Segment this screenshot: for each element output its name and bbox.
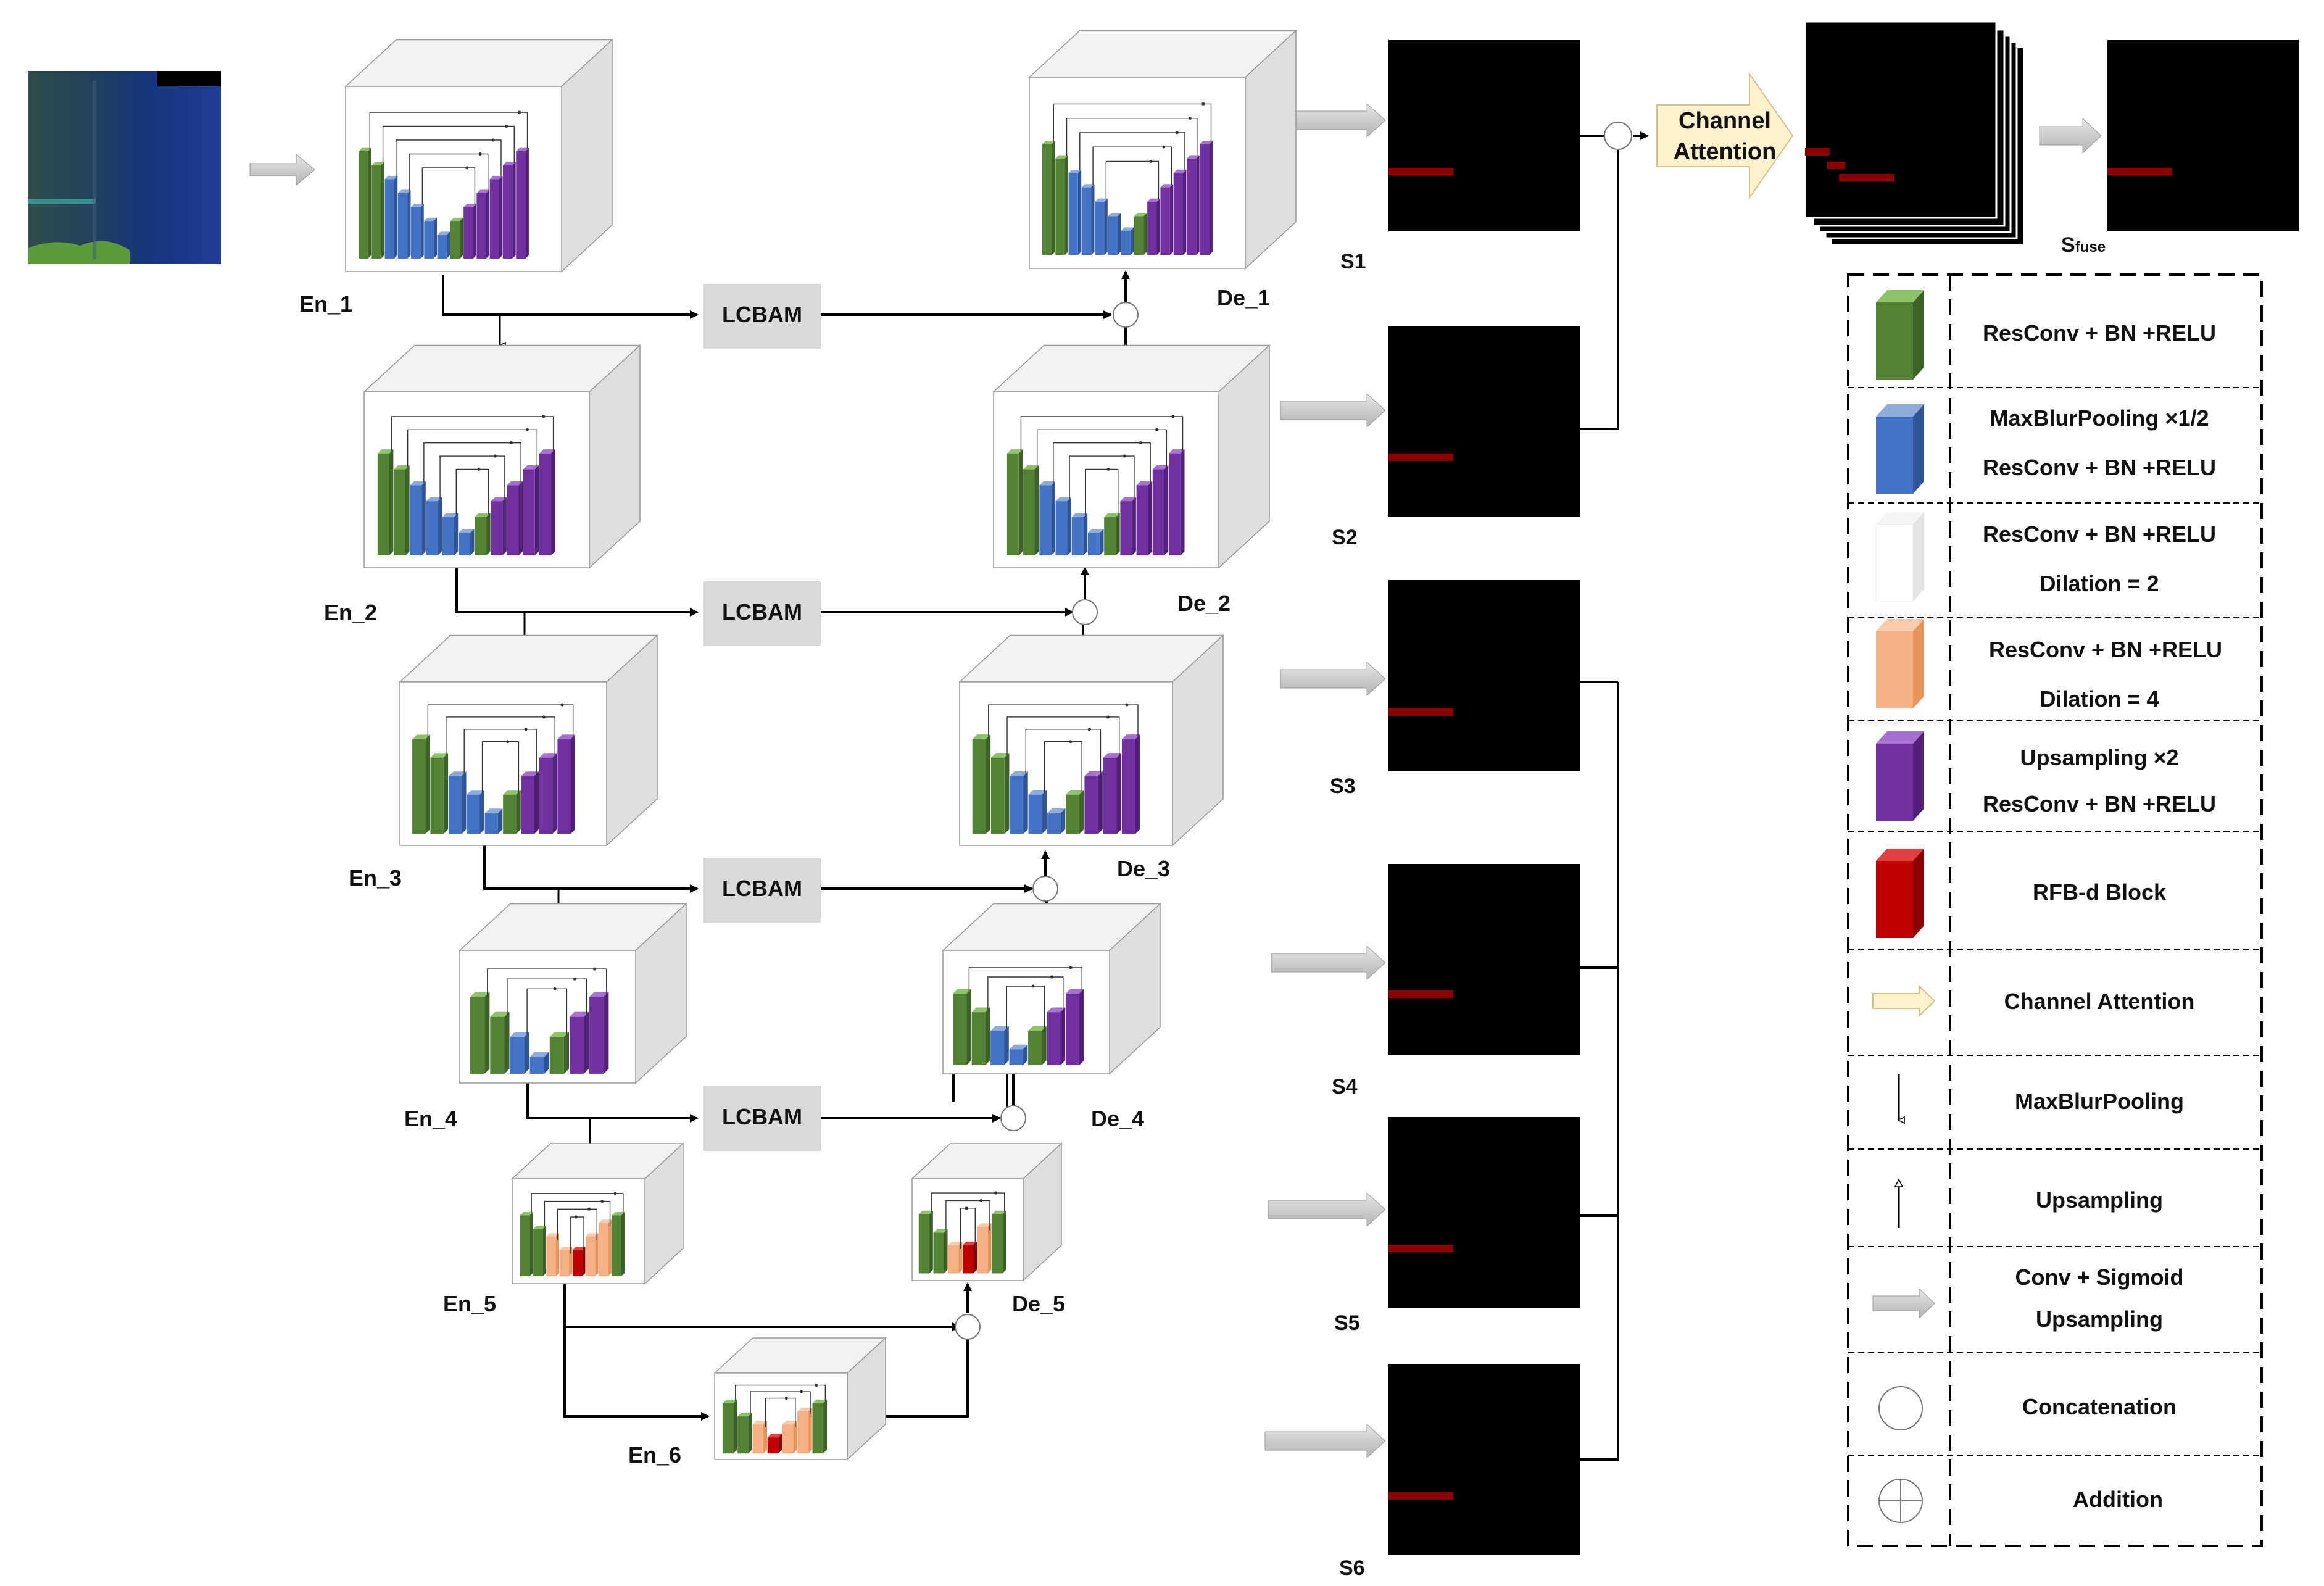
fuse-arrow: [2039, 117, 2102, 154]
decoder-label: De_3: [1117, 856, 1170, 881]
encoder-block-3: [399, 634, 658, 847]
fuse-output-label: Sfuse: [2061, 233, 2106, 257]
legend-label: ResConv + BN +RELU: [1983, 455, 2216, 480]
rsu-blocks: [344, 29, 1297, 1461]
legend-label: Upsampling: [2036, 1187, 2163, 1213]
legend-icons: [1872, 290, 1936, 1523]
lcbam-block-1: LCBAM: [703, 284, 821, 349]
white-cube-icon: [1875, 512, 1924, 602]
encoder-label: En_3: [349, 865, 402, 891]
lcbam-block-3: LCBAM: [703, 858, 821, 923]
legend-label: Addition: [2073, 1487, 2163, 1512]
encoder-label: En_5: [443, 1291, 496, 1316]
legend-label: Concatenation: [2022, 1394, 2177, 1419]
decoder-label: De_4: [1091, 1106, 1144, 1131]
lcbam-label: LCBAM: [722, 599, 802, 625]
legend-label: ResConv + BN +RELU: [1989, 637, 2222, 662]
legend-label: RFB-d Block: [2033, 879, 2167, 905]
decoder-label: De_5: [1012, 1291, 1065, 1316]
gray-arrow-icon: [1872, 1287, 1935, 1319]
decoder-block-1: [1028, 29, 1297, 270]
legend-label: Dilation = 4: [2040, 686, 2159, 712]
legend-label: ResConv + BN +RELU: [1983, 791, 2216, 816]
decoder-block-4: [942, 902, 1161, 1075]
input-arrow: [249, 153, 315, 186]
side-output-label: S1: [1340, 250, 1366, 273]
encoder-label: En_2: [324, 600, 377, 625]
legend-label: Dilation = 2: [2040, 571, 2159, 596]
side-output-label: S3: [1330, 774, 1356, 798]
legend-label: Conv + Sigmoid: [2015, 1264, 2183, 1290]
side-output-label: S4: [1332, 1075, 1358, 1098]
side-output-arrows: [1264, 102, 1386, 1459]
decoder-label: De_1: [1217, 285, 1270, 310]
decoder-block-5: [911, 1142, 1063, 1282]
encoder-label: En_1: [299, 291, 352, 317]
legend-label: MaxBlurPooling ×1/2: [1990, 405, 2209, 431]
circle-icon: [1878, 1386, 1923, 1430]
encoder-block-4: [459, 902, 687, 1084]
side-output-maps: [1388, 40, 1580, 1555]
blue-cube-icon: [1876, 404, 1924, 494]
legend-label: Channel Attention: [2004, 989, 2195, 1014]
encoder-label: En_6: [628, 1442, 681, 1468]
encoder-block-2: [363, 344, 641, 569]
side-output-label: S2: [1332, 526, 1358, 549]
orange-cube-icon: [1876, 619, 1924, 708]
legend-frame: [1847, 273, 2263, 1547]
lcbam-block-2: LCBAM: [703, 581, 821, 646]
channel-attention-label-1: Channel: [1679, 108, 1771, 134]
fuse-label-sub: fuse: [2075, 239, 2106, 255]
side-output-label: S6: [1339, 1556, 1365, 1580]
green-cube-icon: [1876, 290, 1924, 380]
circle-plus-icon: [1878, 1479, 1923, 1523]
lcbam-label: LCBAM: [722, 876, 802, 901]
legend-label: ResConv + BN +RELU: [1983, 521, 2216, 547]
lcbam-label: LCBAM: [722, 1104, 802, 1129]
red-cube-icon: [1876, 849, 1924, 938]
encoder-block-6: [713, 1337, 887, 1461]
fuse-output-map: [2107, 40, 2299, 231]
side-output-label: S5: [1334, 1311, 1360, 1335]
legend-text: ResConv + BN +RELU MaxBlurPooling ×1/2 R…: [1983, 320, 2222, 1512]
legend-label: Upsampling ×2: [2020, 745, 2178, 770]
encoder-block-5: [511, 1142, 684, 1285]
encoder-label: En_4: [404, 1106, 457, 1131]
legend-label: Upsampling: [2036, 1306, 2163, 1332]
stacked-feature-maps: [1804, 20, 2023, 244]
concat-circles: [955, 122, 1632, 1340]
decoder-label: De_2: [1177, 591, 1230, 616]
encoder-block-1: [344, 38, 613, 273]
block-labels: En_1 En_2 En_3 En_4 En_5 En_6 De_1 De_2 …: [299, 233, 2106, 1580]
decoder-block-2: [992, 344, 1271, 569]
decoder-block-3: [958, 634, 1224, 847]
channel-attention-arrow: Channel Attention: [1656, 72, 1794, 200]
legend-label: ResConv + BN +RELU: [1983, 320, 2216, 346]
lcbam-label: LCBAM: [722, 302, 802, 327]
input-image: [28, 71, 221, 264]
purple-cube-icon: [1876, 731, 1924, 821]
yellow-arrow-icon: [1872, 984, 1936, 1018]
fuse-label-main: S: [2061, 233, 2075, 257]
legend-label: MaxBlurPooling: [2015, 1089, 2184, 1114]
lcbam-block-4: LCBAM: [703, 1086, 821, 1151]
channel-attention-label-2: Attention: [1674, 139, 1777, 165]
